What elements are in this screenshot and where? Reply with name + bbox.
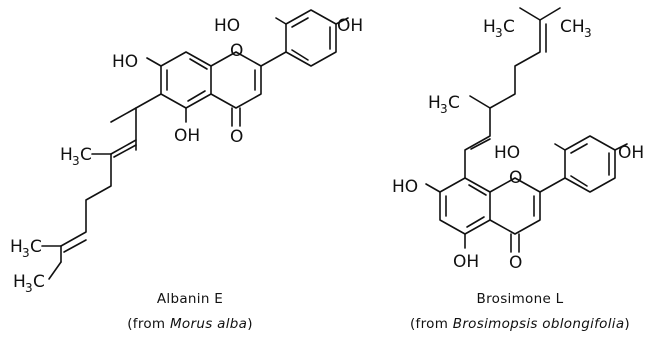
svg-text:H: H	[60, 145, 73, 165]
atom-label: O	[230, 41, 243, 61]
terminal-methyl-label-1: H 3 C	[10, 237, 42, 260]
svg-text:H: H	[13, 272, 26, 292]
atom-labels-brosimone-l: H 3 C CH 3 H 3 C HO OH HO O OH O	[392, 17, 644, 273]
svg-text:C: C	[80, 145, 92, 165]
atom-label: OH	[453, 252, 479, 272]
bonds-albanin-e	[41, 9, 349, 263]
terminal-methyl-label-2: H 3 C	[13, 272, 45, 295]
svg-text:3: 3	[495, 26, 503, 40]
svg-text:CH: CH	[560, 17, 585, 37]
atom-label: OH	[337, 16, 363, 36]
atom-label: OH	[618, 143, 644, 163]
svg-text:C: C	[448, 93, 460, 113]
atom-label: OH	[174, 126, 200, 146]
svg-text:3: 3	[440, 102, 448, 116]
terminal-methyl-label: H 3 C	[483, 17, 515, 40]
compound-source-brosimone-l: (from Brosimopsis oblongifolia)	[410, 316, 630, 332]
compound-name-brosimone-l: Brosimone L	[477, 291, 564, 307]
svg-text:H: H	[10, 237, 23, 257]
methyl-label: H 3 C	[428, 93, 460, 116]
svg-text:3: 3	[25, 281, 33, 295]
atom-label: O	[509, 168, 522, 188]
svg-text:3: 3	[22, 246, 30, 260]
svg-text:C: C	[503, 17, 515, 37]
bonds-brosimone-l	[425, 7, 628, 253]
bond	[48, 261, 62, 280]
structure-brosimone-l: H 3 C CH 3 H 3 C HO OH HO O OH O Brosimo…	[392, 7, 644, 332]
atom-labels-albanin-e: HO OH HO O OH O H 3 C H 3 C H 3 C	[10, 16, 363, 295]
atom-label: HO	[392, 177, 418, 197]
svg-text:H: H	[483, 17, 496, 37]
compound-source-albanin-e: (from Morus alba)	[127, 316, 253, 332]
svg-text:H: H	[428, 93, 441, 113]
svg-text:3: 3	[72, 154, 80, 168]
methyl-label: H 3 C	[60, 145, 92, 168]
terminal-ch3-label: CH 3	[560, 17, 592, 40]
atom-label: HO	[214, 16, 240, 36]
svg-text:C: C	[33, 272, 45, 292]
svg-text:C: C	[30, 237, 42, 257]
svg-text:3: 3	[584, 26, 592, 40]
atom-label: O	[509, 253, 522, 273]
atom-label: HO	[112, 52, 138, 72]
atom-label: HO	[494, 143, 520, 163]
atom-label: O	[230, 127, 243, 147]
compound-name-albanin-e: Albanin E	[157, 291, 223, 307]
structure-albanin-e: HO OH HO O OH O H 3 C H 3 C H 3 C Alban	[10, 9, 363, 332]
